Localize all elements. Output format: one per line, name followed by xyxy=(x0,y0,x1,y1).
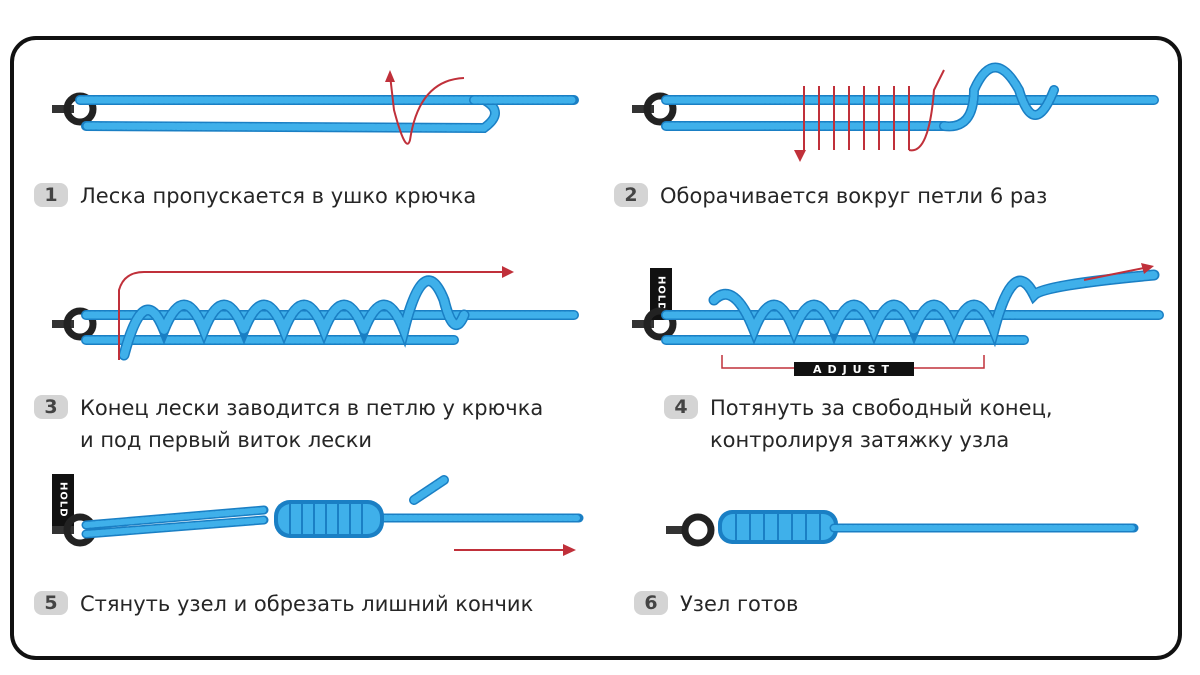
diagram-frame: 1 Леска пропускается в ушко крючка xyxy=(10,36,1182,660)
fishing-line xyxy=(81,475,584,539)
step-1-illustration xyxy=(52,70,579,145)
hook-eye xyxy=(666,513,715,547)
step-1-caption: 1 Леска пропускается в ушко крючка xyxy=(34,180,476,212)
step-2-number: 2 xyxy=(614,183,648,207)
fishing-line xyxy=(81,275,579,361)
step-1-panel: 1 Леска пропускается в ушко крючка xyxy=(34,50,604,220)
step-4-caption: 4 Потянуть за свободный конец, контролир… xyxy=(664,392,1053,456)
step-3-number: 3 xyxy=(34,395,68,419)
step-6-illustration xyxy=(666,510,1139,547)
step-2-panel: 2 Оборачивается вокруг петли 6 раз xyxy=(614,50,1184,220)
pull-arrow xyxy=(1083,263,1154,281)
step-6-number: 6 xyxy=(634,591,668,615)
step-6-panel: 6 Узел готов xyxy=(614,470,1184,650)
coil-arrow xyxy=(794,69,945,162)
step-4-panel: HOLD ADJUST 4 Потянуть за свобод xyxy=(614,260,1184,460)
knot xyxy=(718,510,838,544)
step-3-caption: 3 Конец лески заводится в петлю у крючка… xyxy=(34,392,543,456)
step-1-number: 1 xyxy=(34,183,68,207)
pull-arrow xyxy=(454,544,576,556)
step-6-text: Узел готов xyxy=(680,592,799,616)
step-2-text: Оборачивается вокруг петли 6 раз xyxy=(660,184,1048,208)
hold-tag: HOLD xyxy=(52,474,74,526)
hook-eye xyxy=(632,307,677,341)
hook-eye xyxy=(632,92,677,126)
step-2-caption: 2 Оборачивается вокруг петли 6 раз xyxy=(614,180,1047,212)
step-3-text: Конец лески заводится в петлю у крючка и… xyxy=(80,396,544,452)
step-4-text: Потянуть за свободный конец, контролируя… xyxy=(710,396,1053,452)
hook-eye xyxy=(52,307,97,341)
step-5-caption: 5 Стянуть узел и обрезать лишний кончик xyxy=(34,588,533,620)
step-5-text: Стянуть узел и обрезать лишний кончик xyxy=(80,592,534,616)
thread-arrow xyxy=(118,266,514,360)
step-3-illustration xyxy=(52,266,579,361)
step-2-illustration xyxy=(632,62,1159,162)
hold-tag: HOLD xyxy=(650,268,672,320)
step-3-panel: 3 Конец лески заводится в петлю у крючка… xyxy=(34,260,604,460)
step-4-number: 4 xyxy=(664,395,698,419)
fishing-line xyxy=(75,95,579,134)
step-5-number: 5 xyxy=(34,591,68,615)
wrap-arrow xyxy=(385,70,465,145)
step-5-panel: HOLD 5 xyxy=(34,470,604,650)
step-4-illustration xyxy=(632,263,1164,369)
fishing-line xyxy=(661,269,1164,348)
step-6-caption: 6 Узел готов xyxy=(634,588,798,620)
step-1-text: Леска пропускается в ушко крючка xyxy=(80,184,477,208)
adjust-tag: ADJUST xyxy=(794,362,914,376)
knot xyxy=(274,500,384,538)
step-5-illustration xyxy=(52,475,584,556)
